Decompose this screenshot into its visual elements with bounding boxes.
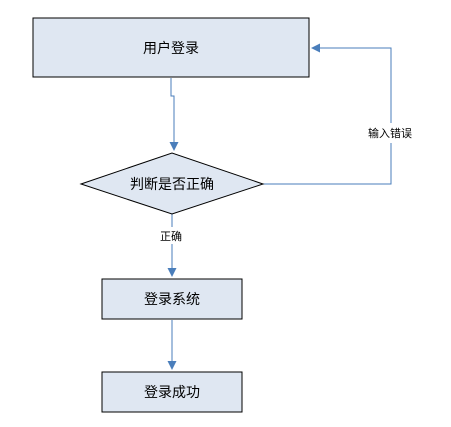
node-login-success-label: 登录成功 bbox=[144, 385, 200, 401]
edge-login-to-decision bbox=[169, 78, 179, 151]
node-login-success: 登录成功 bbox=[101, 371, 243, 413]
node-login-success-box bbox=[101, 371, 243, 413]
node-login-system-label: 登录系统 bbox=[144, 292, 200, 308]
node-login-system: 登录系统 bbox=[101, 278, 243, 320]
edge-input-error-loop bbox=[263, 43, 392, 185]
node-user-login: 用户登录 bbox=[32, 17, 310, 78]
input-error-label-bg bbox=[360, 123, 420, 143]
correct-label-bg bbox=[152, 227, 190, 244]
edge-label-correct: 正确 bbox=[160, 230, 182, 243]
node-decision-label: 判断是否正确 bbox=[130, 177, 214, 193]
node-user-login-label: 用户登录 bbox=[143, 40, 199, 57]
node-decision-diamond bbox=[79, 152, 265, 215]
node-decision: 判断是否正确 bbox=[79, 152, 265, 215]
edge-label-input-error: 输入错误 bbox=[368, 126, 412, 140]
node-user-login-box bbox=[32, 17, 310, 78]
node-login-system-box bbox=[101, 278, 243, 320]
